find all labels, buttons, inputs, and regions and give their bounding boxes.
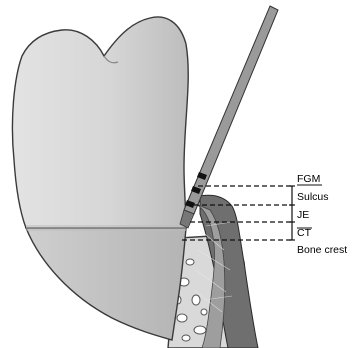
periodontal-probe <box>180 6 278 228</box>
label-sulcus: Sulcus <box>297 191 329 203</box>
label-bone-crest: Bone crest <box>297 244 347 256</box>
label-je: JE <box>297 209 309 221</box>
label-fgm: FGM <box>297 173 320 185</box>
tooth-crown <box>12 17 188 228</box>
label-ct: CT <box>297 227 312 239</box>
tooth-root <box>26 228 186 340</box>
measurement-brackets <box>289 186 295 240</box>
